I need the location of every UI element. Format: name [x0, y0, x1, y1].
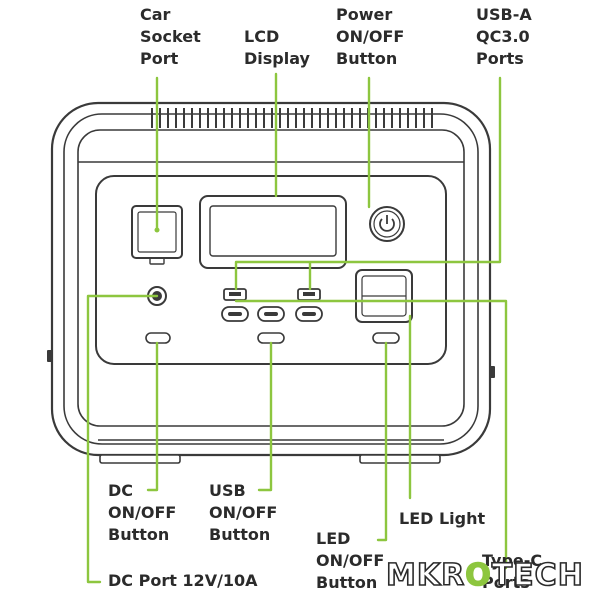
- label-type-c-ports: Type-C Ports: [482, 551, 543, 592]
- label-usb-onoff-button: USB ON/OFF Button: [209, 481, 278, 544]
- label-led-onoff-button: LED ON/OFF Button: [316, 529, 385, 592]
- label-power-button: Power ON/OFF Button: [336, 5, 405, 68]
- leader-dc-port: [86, 294, 159, 584]
- label-dc-onoff-button: DC ON/OFF Button: [108, 481, 177, 544]
- label-lcd-display: LCD Display: [244, 27, 310, 68]
- leader-usb-onoff: [257, 341, 273, 492]
- usb-a-ports: [223, 288, 321, 301]
- side-tabs: [47, 350, 495, 378]
- grip-slots: [151, 108, 433, 128]
- led-light: [355, 269, 413, 323]
- type-c-ports: [221, 306, 323, 322]
- device-feet: [99, 454, 441, 464]
- power-button: [369, 206, 405, 242]
- label-dc-port: DC Port 12V/10A: [108, 571, 258, 590]
- onoff-buttons: [145, 332, 400, 344]
- lcd-display: [199, 195, 347, 269]
- leader-led-onoff: [376, 341, 388, 542]
- leader-lines: [86, 72, 508, 584]
- leader-usb-a: [234, 76, 502, 291]
- leader-dc-onoff: [146, 341, 159, 492]
- label-car-socket-port: Car Socket Port: [140, 5, 201, 68]
- label-usb-a-ports: USB-A QC3.0 Ports: [476, 5, 532, 68]
- mkrotech-watermark-logo: MKROTECH: [385, 557, 584, 594]
- leader-type-c: [234, 299, 508, 570]
- label-led-light: LED Light: [399, 509, 486, 528]
